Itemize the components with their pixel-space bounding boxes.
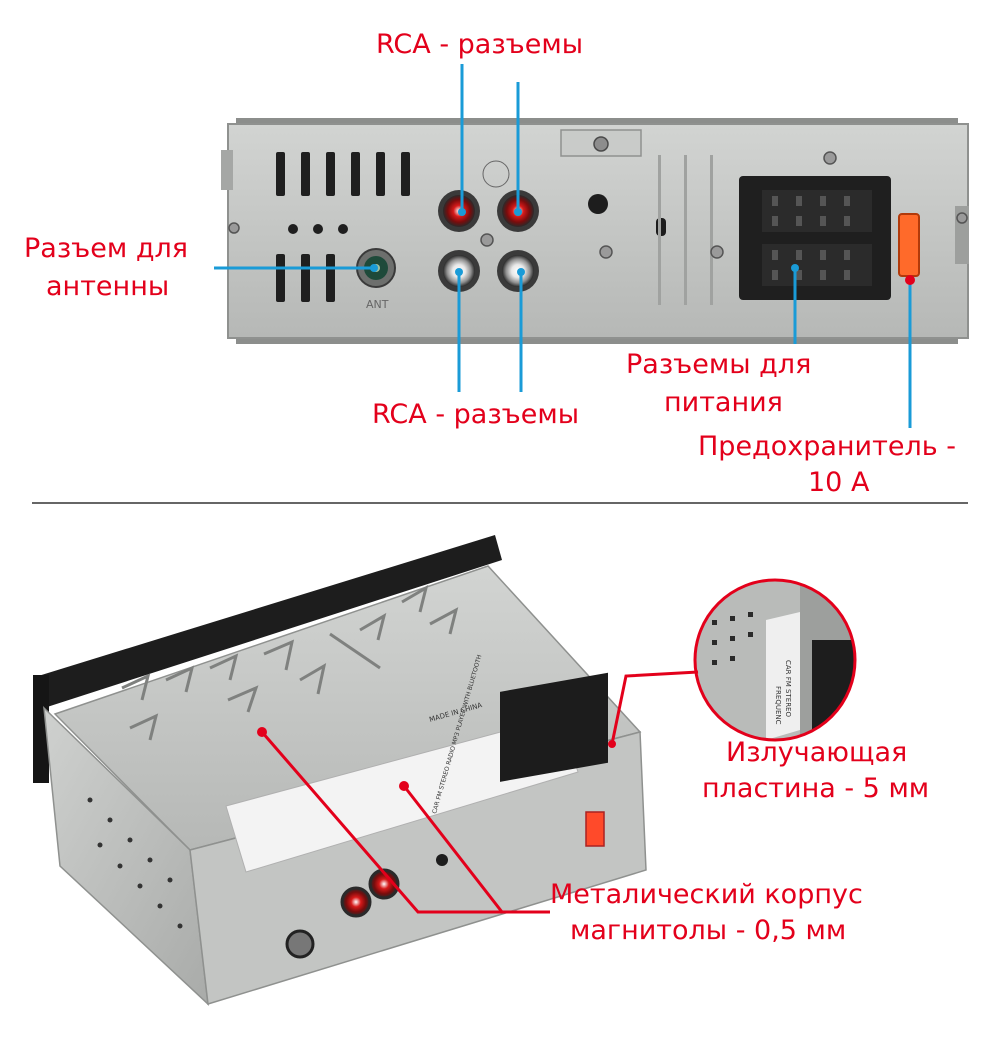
screw-icon xyxy=(599,245,613,259)
heatsink-zoom-inset: CAR FM STEREO FREQUENC xyxy=(693,578,857,742)
antenna-label-line-2: антенны xyxy=(46,271,170,302)
case-label-line-1: Металический корпус xyxy=(550,879,863,910)
radio-unit-3-4-view: MADE IN CHINA CAR FM STEREO RADIO MP3 PL… xyxy=(33,535,647,1006)
iso-power-connector xyxy=(739,176,891,300)
heatsink-label-line-1: Излучающая xyxy=(726,737,908,768)
rca-top-label: RCA - разъемы xyxy=(376,29,584,60)
mounting-bracket xyxy=(228,129,968,305)
iso-power-connector-3-4 xyxy=(500,672,608,782)
mount-hole xyxy=(436,854,448,866)
antenna-label-line-1: Разъем для xyxy=(24,233,188,264)
recycle-stamp-icon xyxy=(482,160,510,188)
rca-bottom-label: RCA - разъемы xyxy=(372,399,580,430)
callout-lines-bottom xyxy=(257,670,699,914)
ant-marking: ANT xyxy=(366,298,389,311)
rear-panel: ANT xyxy=(221,118,969,344)
callout-lines-top xyxy=(214,64,915,428)
screw-icon xyxy=(593,136,609,152)
screw-icon xyxy=(710,245,724,259)
screw-icon xyxy=(480,233,494,247)
screw-icon xyxy=(228,222,240,234)
fuse-3-4 xyxy=(585,811,605,847)
zoom-sticker-text: FREQUENC xyxy=(774,686,782,725)
antenna-jack-3-4 xyxy=(285,929,315,959)
vent-slots xyxy=(276,152,410,302)
fuse-label-line-1: Предохранитель - xyxy=(698,431,956,462)
screw-icon xyxy=(956,212,968,224)
screw-icon xyxy=(823,151,837,165)
rca-jack-3-4 xyxy=(340,886,372,918)
power-label-line-2: питания xyxy=(664,387,783,418)
fuse-label-line-2: 10 А xyxy=(808,467,870,498)
fuse-10a xyxy=(898,213,920,277)
power-label-line-1: Разъемы для xyxy=(626,349,812,380)
zoom-sticker-text: CAR FM STEREO xyxy=(784,660,792,717)
case-label-line-2: магнитолы - 0,5 мм xyxy=(570,915,847,946)
rca-jack-3-4 xyxy=(368,868,400,900)
heatsink-label-line-2: пластина - 5 мм xyxy=(702,773,930,804)
side-vent-dots xyxy=(87,797,183,929)
top-panel-embossing xyxy=(121,584,459,741)
